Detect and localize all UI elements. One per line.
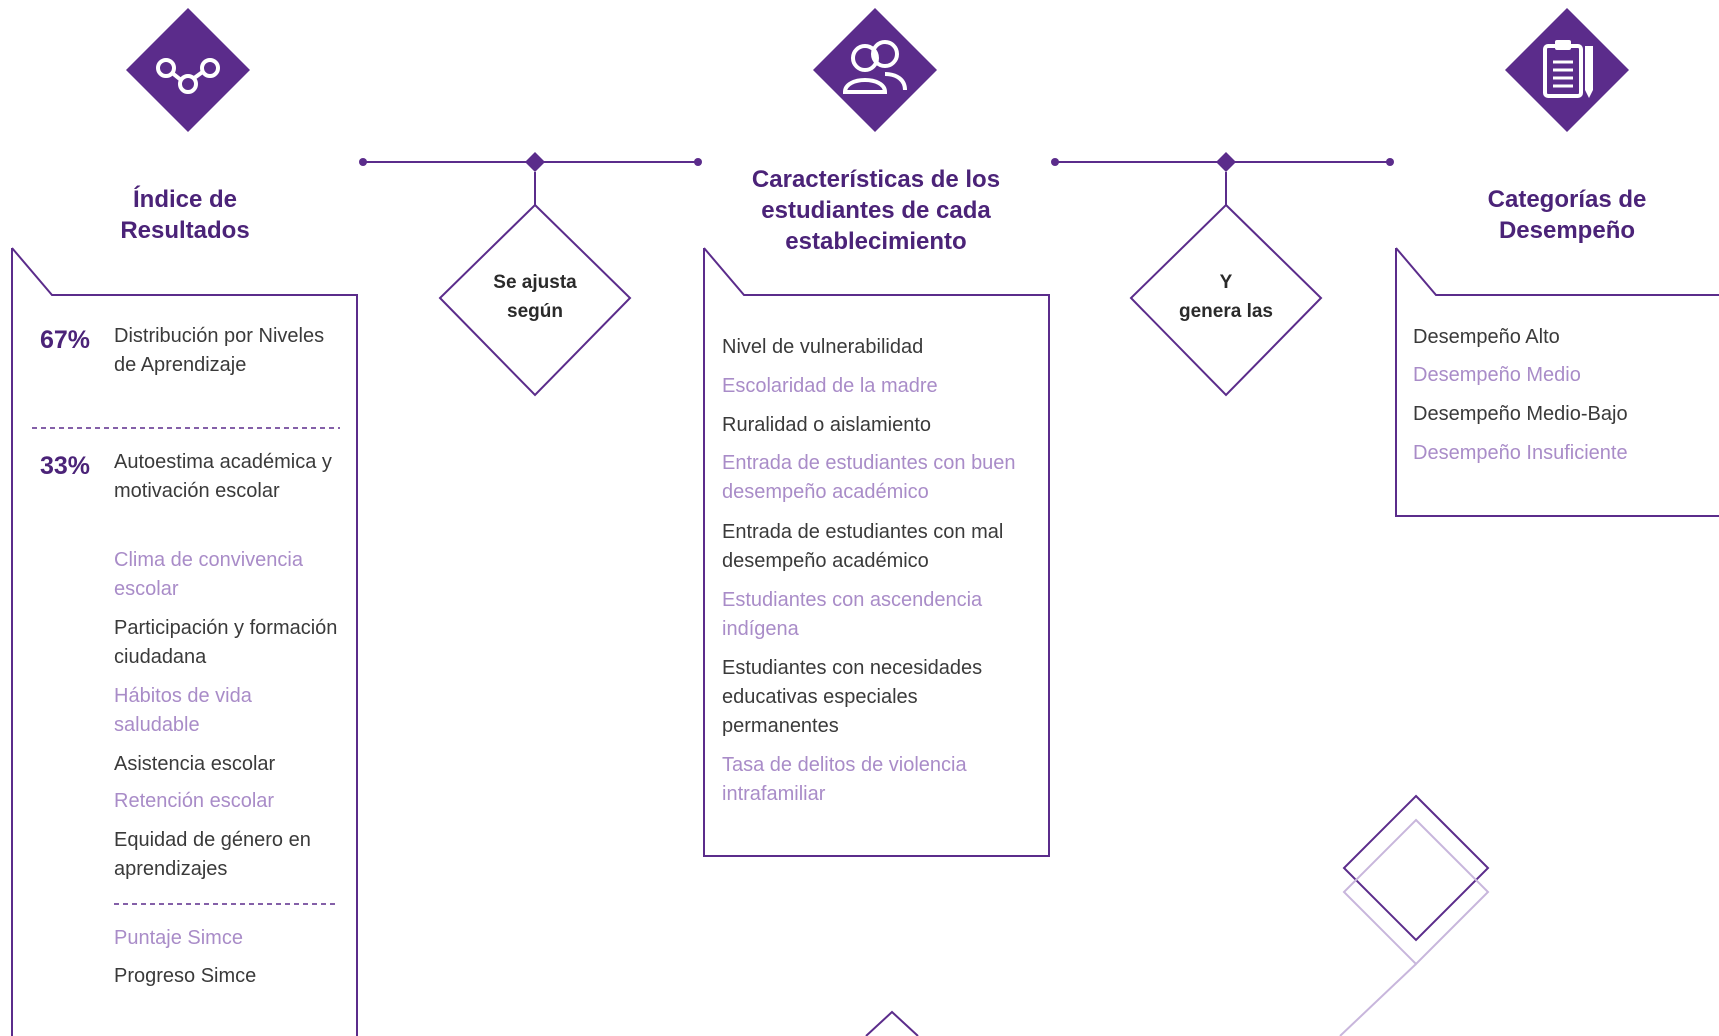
list-item: Puntaje Simce <box>114 927 243 949</box>
list-item: Escolaridad de la madre <box>722 375 938 397</box>
list-item: Entrada de estudiantes con buen desempeñ… <box>722 452 1016 503</box>
percentage-33: 33% <box>40 452 91 480</box>
list-item: Estudiantes con necesidades educativas e… <box>722 657 983 737</box>
connector-line: según <box>507 301 563 322</box>
column-title-categorias: Categorías de Desempeño <box>1442 184 1692 246</box>
column-title-caracteristicas: Características de los estudiantes de ca… <box>720 164 1032 257</box>
title-line: estudiantes de cada <box>761 197 991 224</box>
connector-label-ajusta: Se ajusta según <box>460 268 610 326</box>
title-line: Categorías de <box>1487 186 1647 213</box>
connector-line: genera las <box>1179 301 1273 322</box>
people-icon <box>811 6 939 134</box>
percentage-67: 67% <box>40 326 91 354</box>
connector-label-genera: Y genera las <box>1151 268 1301 326</box>
list-item: Distribución por Niveles de Aprendizaje <box>114 325 325 376</box>
connector-line: Se ajusta <box>493 272 577 293</box>
title-line: Índice de <box>132 186 238 213</box>
list-item: Participación y formación ciudadana <box>114 617 338 668</box>
list-item: Autoestima académica y motivación escola… <box>114 451 332 502</box>
network-nodes-icon <box>124 6 252 134</box>
title-line: Resultados <box>120 217 250 244</box>
list-item: Entrada de estudiantes con mal desempeño… <box>722 521 1004 572</box>
list-item: Estudiantes con ascendencia indígena <box>722 589 983 640</box>
list-item: Progreso Simce <box>114 965 257 987</box>
list-item: Retención escolar <box>114 790 275 812</box>
list-item: Equidad de género en aprendizajes <box>114 829 311 880</box>
list-item: Desempeño Medio-Bajo <box>1413 403 1628 425</box>
list-item: Desempeño Alto <box>1413 326 1560 348</box>
column-title-indice: Índice de Resultados <box>60 184 310 246</box>
connector-line: Y <box>1219 272 1233 293</box>
title-line: establecimiento <box>785 228 967 255</box>
list-item: Clima de convivencia escolar <box>114 549 303 600</box>
list-item: Desempeño Medio <box>1413 364 1581 386</box>
list-item: Asistencia escolar <box>114 753 276 775</box>
list-item: Desempeño Insuficiente <box>1413 442 1628 464</box>
title-line: Desempeño <box>1498 217 1636 244</box>
list-item: Tasa de delitos de violencia intrafamili… <box>722 754 967 805</box>
list-item: Nivel de vulnerabilidad <box>722 336 924 358</box>
list-item: Ruralidad o aislamiento <box>722 414 932 436</box>
title-line: Características de los <box>751 166 1001 193</box>
clipboard-icon <box>1503 6 1631 134</box>
list-item: Hábitos de vida saludable <box>114 685 252 736</box>
